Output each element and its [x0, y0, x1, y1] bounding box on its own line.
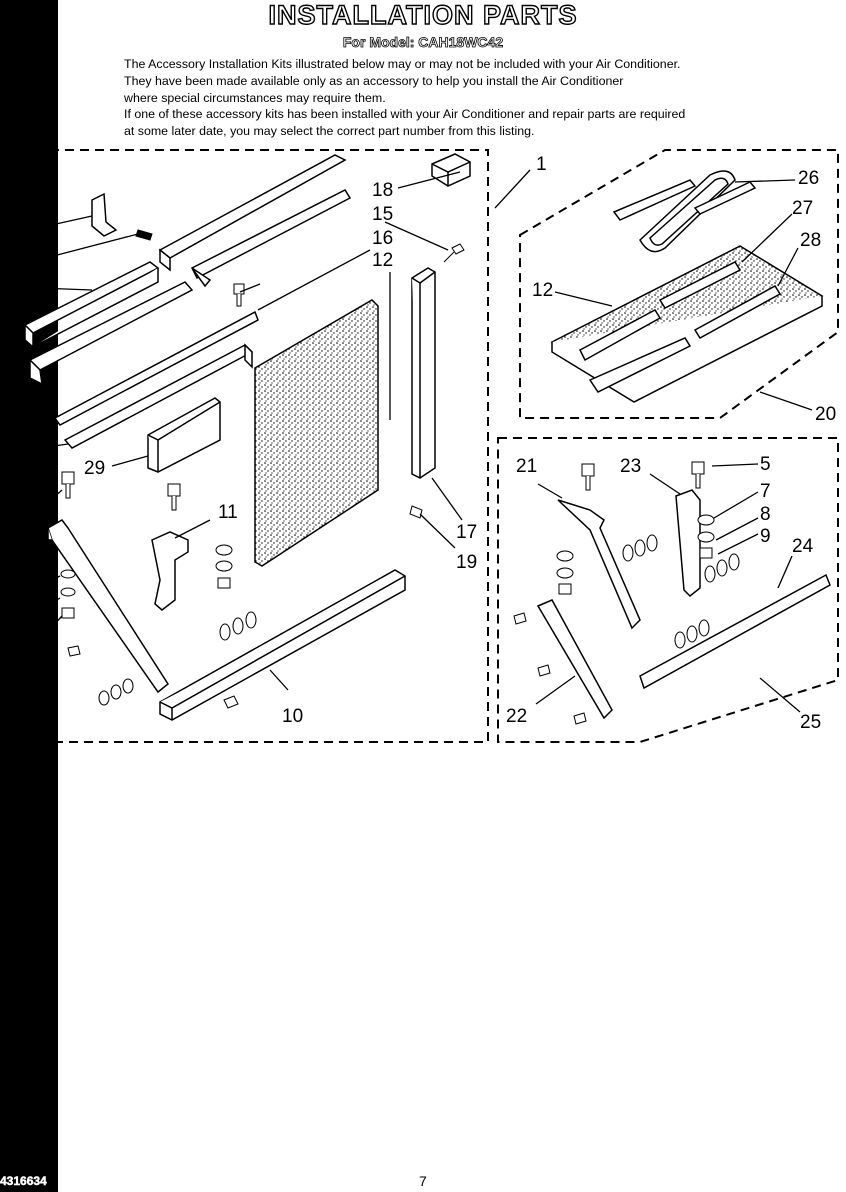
rail-part: [23, 261, 160, 349]
rail-part: [190, 189, 352, 288]
screw-part: [409, 505, 423, 519]
callout-4: 4: [18, 438, 29, 459]
top-rail-part: [158, 154, 347, 272]
callout-14: 14: [10, 252, 32, 273]
intro-line: If one of these accessory kits has been …: [124, 107, 686, 122]
callout-26: 26: [798, 168, 819, 189]
kit-outline-left: [4, 149, 489, 743]
rail-part: [28, 281, 194, 386]
intro-line: The Accessory Installation Kits illustra…: [124, 57, 681, 71]
callout-7: 7: [18, 582, 29, 603]
callout-20: 20: [815, 404, 836, 425]
screw-part: [233, 283, 245, 307]
screw-part: [135, 229, 153, 241]
callout-3: 3: [18, 409, 29, 430]
rail-part: [579, 261, 782, 393]
intro-line: where special circumstances may require …: [124, 90, 386, 105]
intro-text: The Accessory Installation Kits illustra…: [124, 56, 804, 140]
callout-23: 23: [620, 456, 641, 477]
callout-2: 2: [18, 284, 29, 305]
bolt-part: [581, 461, 705, 491]
callout-22: 22: [506, 706, 527, 727]
callout-1: 1: [536, 154, 547, 175]
document-number: 4316634: [0, 1174, 47, 1189]
model-line: For Model: CAH18WC42: [342, 34, 504, 51]
callout-29: 29: [84, 458, 105, 479]
page-number: 7: [419, 1173, 427, 1189]
post-part: [411, 267, 436, 479]
left-binding-bar: [0, 0, 58, 1192]
callout-9: 9: [760, 526, 771, 547]
callout-15: 15: [372, 204, 393, 225]
callout-7: 7: [760, 481, 771, 502]
foam-strip-part: [147, 397, 221, 473]
callout-16: 16: [372, 228, 393, 249]
washer-part: [556, 514, 740, 649]
bracket-part: [536, 489, 701, 720]
bracket-part: [151, 531, 189, 611]
screw-part: [513, 612, 587, 725]
callout-28: 28: [800, 230, 821, 251]
leader-lines: [37, 169, 813, 713]
kit-outline-bottom-right: [497, 437, 839, 743]
callout-6: 6: [18, 559, 29, 580]
callout-13: 13: [10, 220, 31, 241]
strip-part: [53, 310, 259, 426]
callout-19: 19: [456, 552, 477, 573]
rail-part: [639, 573, 831, 690]
callout-25: 25: [800, 712, 821, 733]
washer-part: [215, 544, 257, 641]
callout-10: 10: [282, 706, 303, 727]
intro-line: They have been made available only as an…: [124, 73, 624, 88]
callout-21: 21: [516, 456, 537, 477]
callout-17: 17: [456, 522, 477, 543]
page-title: INSTALLATION PARTS: [268, 0, 578, 31]
gasket-part: [612, 170, 757, 253]
callout-9: 9: [18, 642, 29, 663]
kit-outline-top-right: [519, 149, 839, 419]
washer-part: [60, 569, 76, 619]
screw-part: [67, 645, 81, 657]
leg-bracket-part: [47, 519, 169, 694]
intro-line: at some later date, you may select the c…: [124, 124, 535, 139]
screw-part: [443, 243, 465, 263]
callout-5: 5: [760, 454, 771, 475]
callout-8: 8: [760, 504, 771, 525]
bottom-rail-part: [159, 569, 406, 721]
panel-part: [254, 299, 379, 567]
callout-12: 12: [372, 250, 393, 271]
rail-part: [63, 343, 254, 449]
callout-18: 18: [372, 180, 393, 201]
washer-part: [98, 678, 134, 706]
foam-block-part: [431, 153, 471, 187]
screw-part: [223, 695, 239, 709]
callout-12: 12: [532, 280, 553, 301]
bolt-part: [167, 483, 181, 511]
callout-27: 27: [792, 198, 813, 219]
callout-24: 24: [792, 536, 814, 557]
callout-8: 8: [18, 608, 29, 629]
bracket-part: [91, 192, 118, 237]
callout-11: 11: [218, 502, 238, 523]
callout-5: 5: [18, 504, 29, 525]
bolt-part: [61, 471, 75, 499]
